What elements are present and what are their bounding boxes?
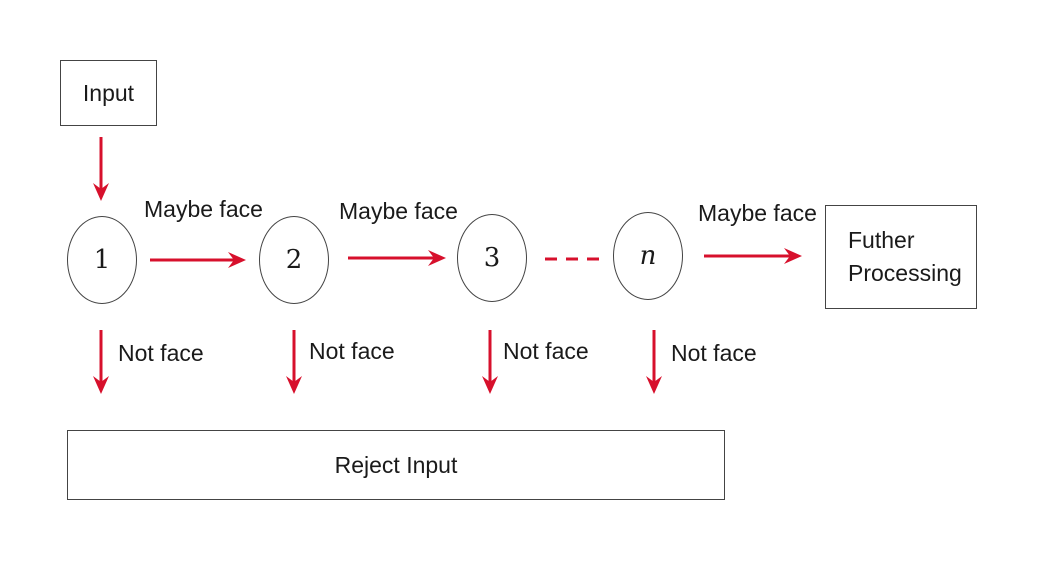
maybe-face-label-2: Maybe face bbox=[339, 198, 458, 224]
maybe-face-label-3: Maybe face bbox=[698, 200, 817, 226]
not-face-label-1: Not face bbox=[118, 340, 204, 366]
stage-label-3: 3 bbox=[483, 243, 501, 273]
reject-input-label: Reject Input bbox=[334, 451, 458, 478]
stage-node-1: 1 bbox=[67, 216, 137, 304]
stage-label-1: 1 bbox=[93, 245, 111, 275]
input-box: Input bbox=[60, 60, 157, 126]
not-face-label-3: Not face bbox=[503, 338, 589, 364]
stage-node-3: 3 bbox=[457, 214, 527, 302]
maybe-face-label-1: Maybe face bbox=[144, 196, 263, 222]
further-processing-box: Futher Processing bbox=[825, 205, 977, 309]
not-face-label-2: Not face bbox=[309, 338, 395, 364]
further-processing-line-2: Processing bbox=[848, 260, 962, 286]
stage-node-2: 2 bbox=[259, 216, 329, 304]
stage-label-2: 2 bbox=[285, 245, 303, 275]
stage-label-n: n bbox=[639, 241, 657, 271]
reject-input-box: Reject Input bbox=[67, 430, 725, 500]
further-processing-line-1: Futher bbox=[848, 226, 915, 253]
stage-node-n: n bbox=[613, 212, 683, 300]
input-label: Input bbox=[82, 79, 135, 106]
not-face-label-n: Not face bbox=[671, 340, 757, 366]
